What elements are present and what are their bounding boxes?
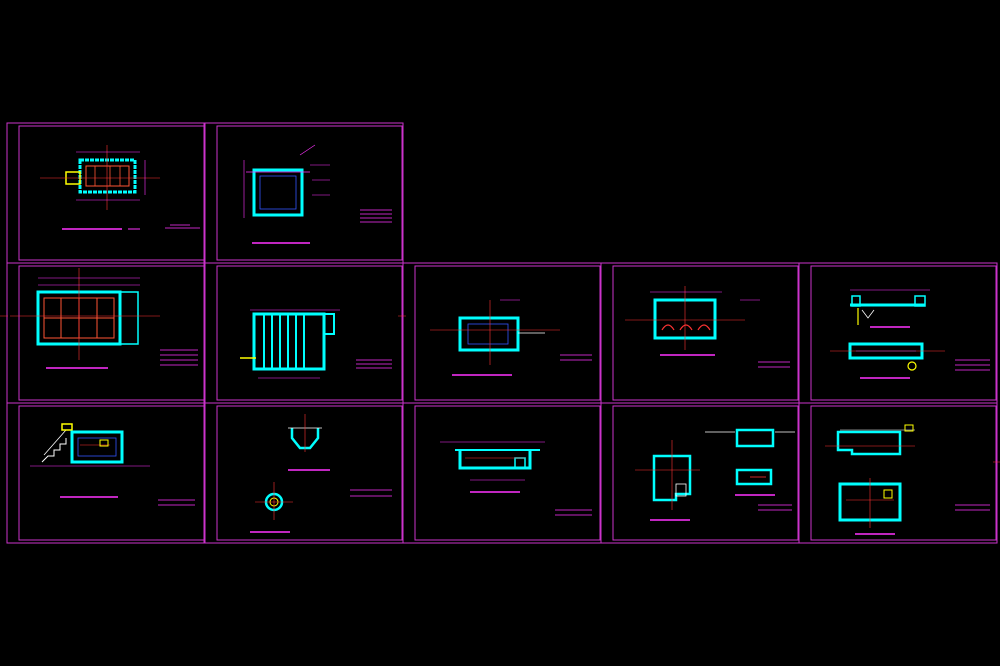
sheet-6-inner-frame <box>612 265 799 401</box>
sheet-7-drawing <box>830 289 990 379</box>
sheet-12-drawing <box>825 424 990 535</box>
sheet-6-drawing <box>625 286 790 368</box>
sheet-8-inner-frame <box>18 405 205 541</box>
sheet-1-plan-inner <box>85 165 130 187</box>
sheet-1-inner-frame <box>18 125 205 261</box>
sheet-3-drawing <box>10 268 198 369</box>
sheet-2-drawing <box>243 144 392 244</box>
sheet-5-drawing <box>430 299 592 376</box>
sheet-11-drawing <box>635 428 795 521</box>
sheet-7-inner-frame <box>810 265 997 401</box>
sheet-11-detail-b <box>735 468 773 486</box>
sheet-2-inner-frame <box>216 125 403 261</box>
sheet-1-drawing <box>40 145 200 230</box>
sheet-10-inner-frame <box>414 405 601 541</box>
sheet-10-drawing <box>440 441 592 516</box>
sheet-4-drawing <box>240 309 392 379</box>
sheet-5-section-wall <box>458 316 520 352</box>
sheet-5-inner-frame <box>414 265 601 401</box>
sheet-10-section-wall <box>458 450 532 470</box>
sheet-2-section-wall <box>252 168 304 217</box>
sheet-9-drawing <box>250 414 392 533</box>
axis-extensions <box>0 315 1000 463</box>
sheet-8-stair <box>41 438 67 463</box>
sheet-4-inner-frame <box>216 265 403 401</box>
sheet-12-frame[interactable] <box>798 402 998 544</box>
sheet-12-upper-section <box>836 430 902 456</box>
sheet-8-section-wall <box>70 430 124 464</box>
sheet-11-detail-a <box>735 428 775 448</box>
sheet-12-inner-frame <box>810 405 997 541</box>
sheet-frames <box>6 122 998 544</box>
sheet-8-drawing <box>30 423 195 506</box>
sheet-9-inner-frame <box>216 405 403 541</box>
sheet-11-inner-frame <box>612 405 799 541</box>
sheet-3-inner-frame <box>18 265 205 401</box>
